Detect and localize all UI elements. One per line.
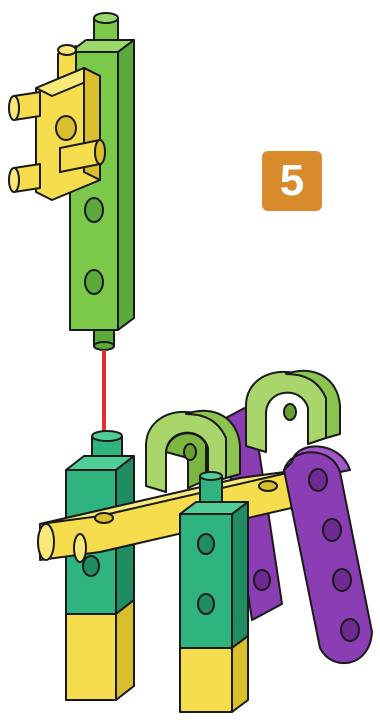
yellow-foot-left [66,600,134,700]
base-assembly [38,371,372,712]
step-number-badge: 5 [262,151,322,211]
lime-arch-right [246,371,340,452]
lime-arch-left [146,411,240,492]
yellow-foot-right [180,636,248,712]
purple-front-leg [284,446,372,663]
step-number: 5 [280,156,304,206]
